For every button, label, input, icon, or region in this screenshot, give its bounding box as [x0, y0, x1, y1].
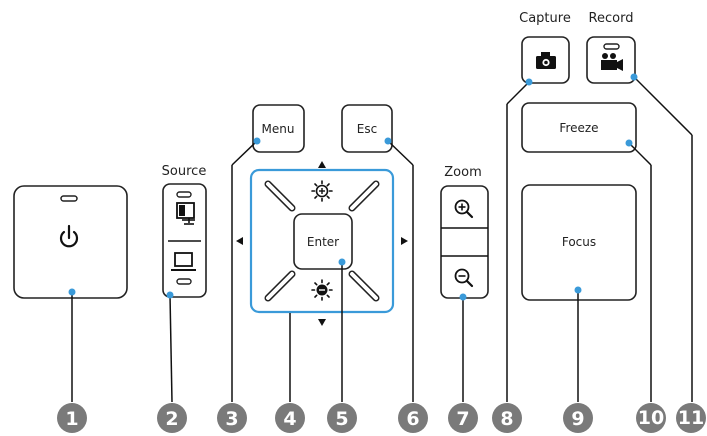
- svg-text:4: 4: [283, 408, 296, 430]
- freeze-label: Freeze: [559, 121, 598, 135]
- diagonal-key-bottom-left[interactable]: [264, 270, 296, 302]
- video-camera-icon: [601, 53, 623, 71]
- enter-button[interactable]: Enter: [293, 213, 353, 270]
- source-indicator-bottom: [176, 278, 192, 285]
- direction-pad[interactable]: Enter: [236, 161, 408, 326]
- callout-number-8: 8: [492, 403, 522, 433]
- diagonal-key-bottom-right[interactable]: [348, 270, 380, 302]
- enter-label: Enter: [307, 235, 339, 249]
- diagonal-key-top-left[interactable]: [264, 180, 296, 212]
- svg-text:10: 10: [638, 407, 664, 429]
- power-indicator-light: [60, 195, 78, 202]
- diagonal-key-top-right[interactable]: [348, 180, 380, 212]
- source-indicator-top: [176, 191, 192, 198]
- brightness-up-icon[interactable]: [311, 180, 333, 202]
- source-label: Source: [162, 164, 207, 179]
- left-arrow-icon[interactable]: [236, 237, 243, 245]
- callout-dot-8: [525, 78, 533, 86]
- focus-button[interactable]: Focus: [521, 184, 637, 301]
- callout-number-3: 3: [217, 403, 247, 433]
- callout-numbers: 1 2 3 4 5 6 7 8: [57, 403, 706, 433]
- laptop-source-icon[interactable]: [171, 252, 196, 271]
- svg-text:3: 3: [225, 408, 238, 430]
- brightness-down-icon[interactable]: [311, 279, 333, 301]
- callout-line-3a: [231, 140, 258, 166]
- callout-number-2: 2: [157, 403, 187, 433]
- capture-label: Capture: [519, 11, 571, 26]
- callout-dot-5: [338, 258, 346, 266]
- zoom-in-icon[interactable]: [454, 199, 474, 219]
- callout-number-9: 9: [563, 403, 593, 433]
- record-label: Record: [589, 11, 634, 26]
- callout-dot-9: [574, 286, 582, 294]
- callout-number-1: 1: [57, 403, 87, 433]
- zoom-out-icon[interactable]: [454, 268, 474, 288]
- down-arrow-icon[interactable]: [318, 319, 326, 326]
- right-arrow-icon[interactable]: [401, 237, 408, 245]
- power-button[interactable]: [13, 185, 128, 299]
- menu-label: Menu: [262, 122, 295, 136]
- callout-dot-6: [384, 137, 392, 145]
- record-button[interactable]: [586, 36, 636, 84]
- callout-lines: [71, 76, 693, 403]
- up-arrow-icon[interactable]: [318, 161, 326, 168]
- computer-source-icon[interactable]: [176, 202, 195, 225]
- svg-text:2: 2: [165, 408, 178, 430]
- zoom-label: Zoom: [444, 165, 481, 180]
- esc-label: Esc: [357, 122, 377, 136]
- source-buttons[interactable]: [162, 183, 207, 298]
- menu-button[interactable]: Menu: [252, 104, 305, 153]
- callout-dot-2: [166, 291, 174, 299]
- camera-icon: [536, 52, 556, 69]
- callout-dot-7: [459, 293, 467, 301]
- callout-number-11: 11: [676, 403, 706, 433]
- record-indicator-light: [603, 43, 620, 50]
- callout-line-2: [169, 294, 173, 403]
- callout-line-11a: [633, 76, 693, 136]
- power-icon: [59, 224, 79, 248]
- focus-label: Focus: [562, 235, 596, 249]
- callout-dot-1: [68, 288, 76, 296]
- callout-dot-10: [625, 139, 633, 147]
- callout-dots: [68, 73, 638, 301]
- callout-number-6: 6: [398, 403, 428, 433]
- esc-button[interactable]: Esc: [341, 104, 393, 153]
- callout-dot-11: [630, 73, 638, 81]
- svg-text:5: 5: [335, 408, 348, 430]
- freeze-button[interactable]: Freeze: [521, 102, 637, 153]
- svg-text:9: 9: [571, 408, 584, 430]
- callout-number-10: 10: [636, 403, 666, 433]
- svg-text:1: 1: [65, 408, 78, 430]
- callout-line-6a: [387, 140, 414, 166]
- svg-text:7: 7: [456, 408, 469, 430]
- callout-line-10a: [628, 142, 652, 166]
- callout-number-5: 5: [327, 403, 357, 433]
- svg-text:8: 8: [500, 408, 513, 430]
- capture-button[interactable]: [521, 36, 570, 84]
- callout-number-4: 4: [275, 403, 305, 433]
- callout-line-8a: [506, 81, 530, 105]
- callout-dot-3: [253, 137, 261, 145]
- svg-text:11: 11: [678, 407, 704, 429]
- svg-text:6: 6: [406, 408, 419, 430]
- callout-number-7: 7: [448, 403, 478, 433]
- zoom-buttons[interactable]: [440, 185, 489, 299]
